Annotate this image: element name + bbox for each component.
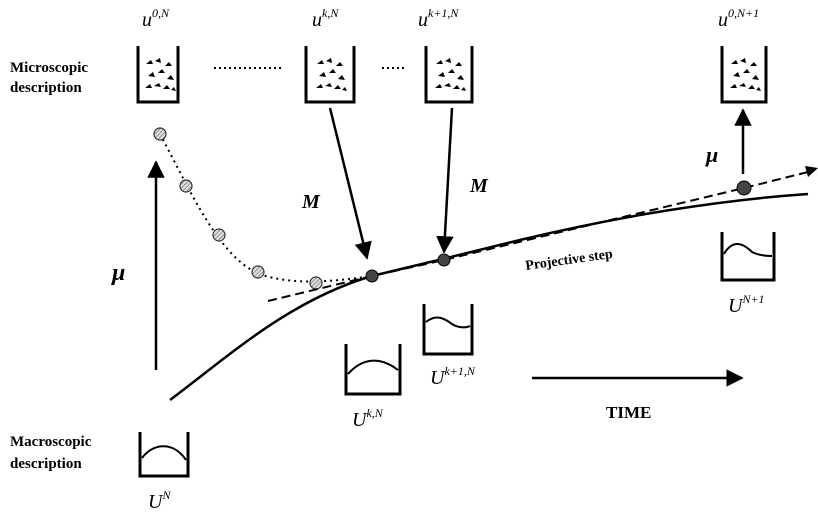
svg-text:u0,N: u0,N	[142, 6, 170, 31]
macro-state-label: UN+1	[728, 292, 765, 317]
micro-state-label: uk+1,N	[418, 6, 459, 31]
coarse-point	[437, 253, 451, 267]
micro-state-label: u0,N	[142, 6, 170, 31]
micro-sample-point	[179, 179, 193, 193]
micro-sample-point	[212, 228, 226, 242]
macro-label-line1: Macroscopic	[10, 434, 92, 450]
mu-label-right: μ	[705, 142, 718, 167]
macro-state-label: UN	[148, 488, 171, 513]
micro-state-label: uk,N	[312, 6, 339, 31]
coarse-point	[365, 269, 379, 283]
m-label-left: M	[301, 191, 321, 213]
macro-state-label: Uk,N	[352, 406, 384, 431]
micro-sample-point	[153, 127, 167, 141]
micro-sample-point	[251, 265, 265, 279]
macro-trajectory	[169, 192, 809, 401]
svg-text:Uk+1,N: Uk+1,N	[430, 364, 476, 389]
micro-container	[304, 46, 356, 104]
svg-text:uk,N: uk,N	[312, 6, 339, 31]
micro-container	[136, 46, 180, 104]
micro-sample-point	[309, 276, 323, 290]
svg-text:Uk,N: Uk,N	[352, 406, 384, 431]
macro-container	[422, 304, 474, 356]
restriction-arrow	[328, 107, 372, 260]
svg-text:u0,N+1: u0,N+1	[718, 6, 759, 31]
macro-container	[344, 344, 402, 396]
macro-container	[720, 232, 776, 282]
projective-line	[267, 171, 809, 302]
micro-state-label: u0,N+1	[718, 6, 759, 31]
micro-trajectory	[159, 133, 373, 283]
micro-container	[424, 46, 474, 104]
svg-text:UN+1: UN+1	[728, 292, 765, 317]
svg-text:UN: UN	[148, 488, 171, 513]
coarse-point	[736, 180, 752, 196]
micro-label-line1: Microscopic	[10, 60, 88, 76]
mu-label-left: μ	[110, 260, 125, 286]
time-label: TIME	[606, 403, 651, 422]
micro-container	[720, 46, 768, 104]
micro-label-line2: description	[10, 80, 82, 96]
svg-text:uk+1,N: uk+1,N	[418, 6, 459, 31]
macro-label-line2: description	[10, 456, 82, 472]
restriction-arrow	[436, 107, 454, 254]
projective-step-label: Projective step	[524, 247, 613, 274]
macro-state-label: Uk+1,N	[430, 364, 476, 389]
projective-arrowhead	[805, 166, 818, 177]
m-label-right: M	[469, 175, 489, 197]
macro-container	[138, 432, 190, 478]
